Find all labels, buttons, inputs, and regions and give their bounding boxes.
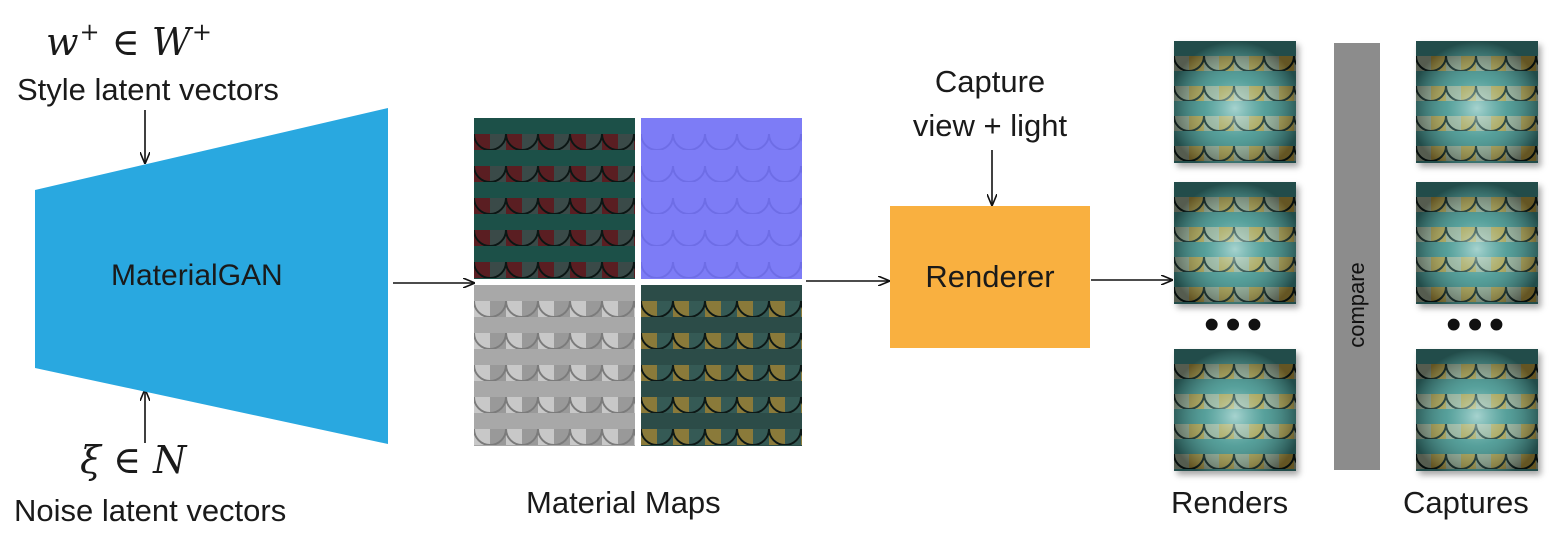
render-tile-2 [1174, 182, 1296, 304]
noise-latent-label: Noise latent vectors [14, 493, 287, 528]
compare-bar: compare [1334, 43, 1380, 470]
render-tile-1 [1174, 41, 1296, 163]
compare-label: compare [1344, 262, 1369, 348]
diffuse-map [474, 118, 635, 279]
captures-label: Captures [1403, 485, 1529, 520]
normal-map [641, 118, 802, 279]
renderer-label: Renderer [925, 259, 1055, 294]
captures-ellipsis: ••• [1446, 300, 1511, 349]
capture-tile-3 [1416, 349, 1538, 471]
render-tile-3 [1174, 349, 1296, 471]
roughness-map [474, 285, 635, 446]
capture-label-line1: Capture [934, 64, 1046, 99]
renderer-box: Renderer [890, 206, 1090, 348]
generator-name: MaterialGAN [111, 259, 283, 292]
style-latent-label: Style latent vectors [17, 72, 279, 107]
capture-label-line2: view + light [912, 108, 1068, 143]
style-latent-math: w+∈W+ [46, 18, 212, 64]
generator-shape [35, 108, 388, 444]
material-maps-label: Material Maps [526, 485, 721, 520]
renders-ellipsis: ••• [1204, 300, 1269, 349]
capture-tile-2 [1416, 182, 1538, 304]
renders-label: Renders [1171, 485, 1289, 520]
capture-tile-1 [1416, 41, 1538, 163]
noise-latent-math: ξ∈N [80, 438, 187, 482]
specular-map [641, 285, 802, 446]
